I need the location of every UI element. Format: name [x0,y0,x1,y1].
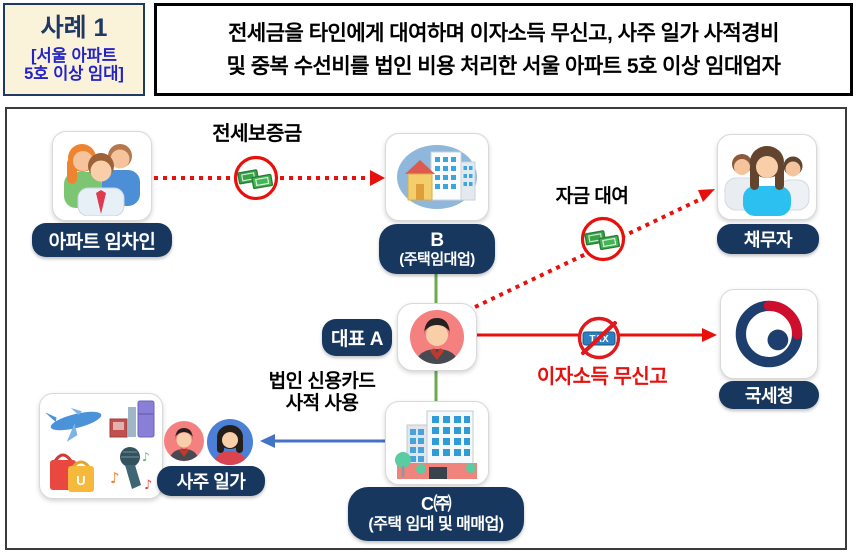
airplane-icon [46,407,102,442]
jeonse-arrow [154,170,385,186]
luxury-spending-icons: U ♪ ♪ ♪ [46,400,155,493]
corp-card-label-line1: 법인 신용카드 [268,371,376,392]
b-company-name: B [430,230,444,251]
b-company-icon-box [385,133,489,221]
jeonse-money-icon [232,154,280,207]
case-subtitle-line2: 5호 이상 임대] [24,65,124,84]
interest-unreported-label: 이자소득 무신고 [536,366,668,388]
b-company-desc: (주택임대업) [399,251,475,268]
c-company-name: C㈜ [421,494,452,514]
corp-card-arrow [260,434,385,448]
case-number-box: 사례 1 [서울 아파트 5호 이상 임대] [3,3,145,96]
loan-label: 자금 대여 [555,186,629,207]
office-building-icon [395,410,477,479]
people-group-icon [64,144,140,216]
debtor-label: 채무자 [717,224,819,254]
tax-prohibited-icon: TAX [576,315,622,366]
family-woman-avatar-icon [207,419,253,465]
case-summary-box: 전세금을 타인에게 대여하며 이자소득 무신고, 사주 일가 사적경비 및 중복… [154,3,853,96]
ceo-icon-box [397,303,477,371]
c-company-desc: (주택 임대 및 매매업) [368,516,504,533]
case-summary-line1: 전세금을 타인에게 대여하며 이자소득 무신고, 사주 일가 사적경비 [228,21,779,45]
b-company-label: B (주택임대업) [379,224,495,274]
loan-arrow [474,189,715,309]
c-company-icon-box [385,401,489,485]
nts-icon-box [720,289,818,379]
microphone-icon: ♪ ♪ ♪ [110,447,152,493]
corp-card-label: 법인 신용카드 사적 사용 [247,371,397,415]
loan-money-icon [579,215,627,268]
c-company-label: C㈜ (주택 임대 및 매매업) [348,487,524,541]
case-subtitle-line1: [서울 아파트 [31,46,117,65]
flow-diagram: 아파트 임차인 전세보증금 [5,107,847,550]
svg-text:U: U [76,473,85,488]
case-number: 사례 1 [40,14,108,43]
case-summary-line2: 및 중복 수선비를 법인 비용 처리한 서울 아파트 5호 이상 임대업자 [226,54,781,78]
kitchen-appliance-icon [109,400,155,438]
corp-card-label-line2: 사적 사용 [285,393,359,414]
jeonse-deposit-label: 전세보증금 [212,123,302,145]
svg-text:♪: ♪ [144,478,152,493]
shopping-bags-icon: U [50,453,94,492]
nts-label: 국세청 [719,381,819,409]
svg-text:♪: ♪ [142,450,150,464]
tenants-label: 아파트 임차인 [32,223,172,257]
person-avatar-icon [410,310,464,364]
family-label: 사주 일가 [157,466,265,496]
house-building-icon [397,145,477,209]
ceo-label: 대표 A [322,319,392,356]
debtor-icon-box [717,134,817,220]
luxury-icon-box: U ♪ ♪ ♪ [39,393,163,499]
people-group-icon [724,146,810,216]
family-man-avatar-icon [164,421,204,461]
svg-text:♪: ♪ [110,469,120,487]
korea-gov-emblem-icon [735,300,803,368]
tenants-icon-box [52,131,152,221]
